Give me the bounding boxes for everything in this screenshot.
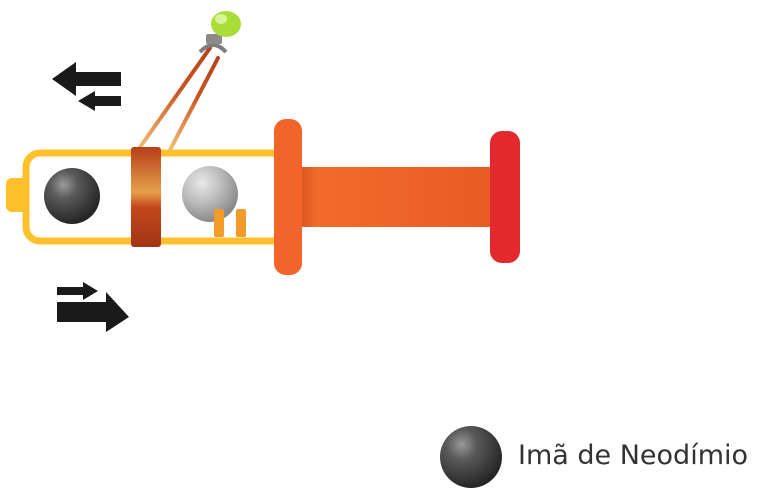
magnet-sphere-icon bbox=[44, 168, 100, 224]
plunger-rod bbox=[298, 167, 498, 227]
coil-wires bbox=[136, 46, 220, 152]
plunger-flange bbox=[274, 119, 302, 275]
contact-tabs bbox=[214, 209, 246, 237]
led-bulb-icon bbox=[198, 11, 241, 54]
coil-band bbox=[131, 147, 161, 247]
handle bbox=[490, 131, 520, 263]
legend-magnet-icon bbox=[440, 426, 502, 488]
light-sphere-icon bbox=[182, 166, 238, 222]
arrows-left-icon bbox=[52, 62, 121, 111]
legend-label: Imã de Neodímio bbox=[518, 440, 749, 471]
arrows-right-icon bbox=[57, 282, 129, 332]
